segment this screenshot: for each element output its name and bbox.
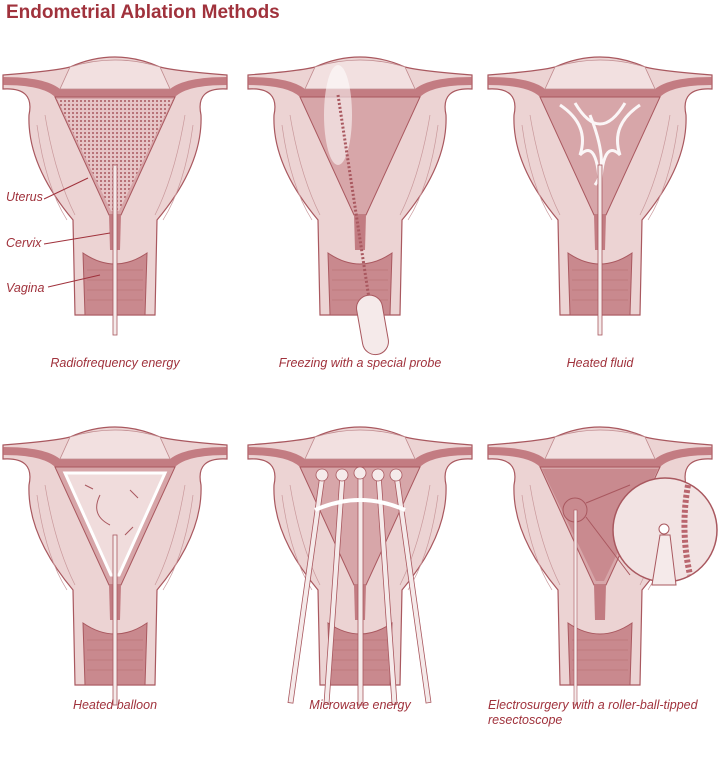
caption-heated-fluid: Heated fluid: [566, 356, 634, 370]
panel-heated-balloon: [2, 426, 228, 706]
label-vagina: Vagina: [6, 281, 45, 295]
anatomy-leader-lines: [43, 177, 111, 288]
caption-electrosurgery: Electrosurgery with a roller-ball-tipped…: [488, 698, 698, 727]
caption-freezing: Freezing with a special probe: [278, 356, 442, 370]
panel-microwave: [247, 426, 473, 706]
caption-heated-balloon: Heated balloon: [72, 698, 158, 712]
panel-radiofrequency: [2, 56, 228, 336]
caption-microwave: Microwave energy: [309, 698, 411, 712]
page-title: Endometrial Ablation Methods: [6, 2, 280, 23]
label-cervix: Cervix: [6, 236, 42, 250]
caption-radiofrequency: Radiofrequency energy: [50, 356, 180, 370]
panel-heated-fluid: [487, 56, 713, 336]
panel-freezing: [247, 56, 473, 356]
panel-electrosurgery: [487, 426, 718, 706]
label-uterus: Uterus: [6, 190, 43, 204]
